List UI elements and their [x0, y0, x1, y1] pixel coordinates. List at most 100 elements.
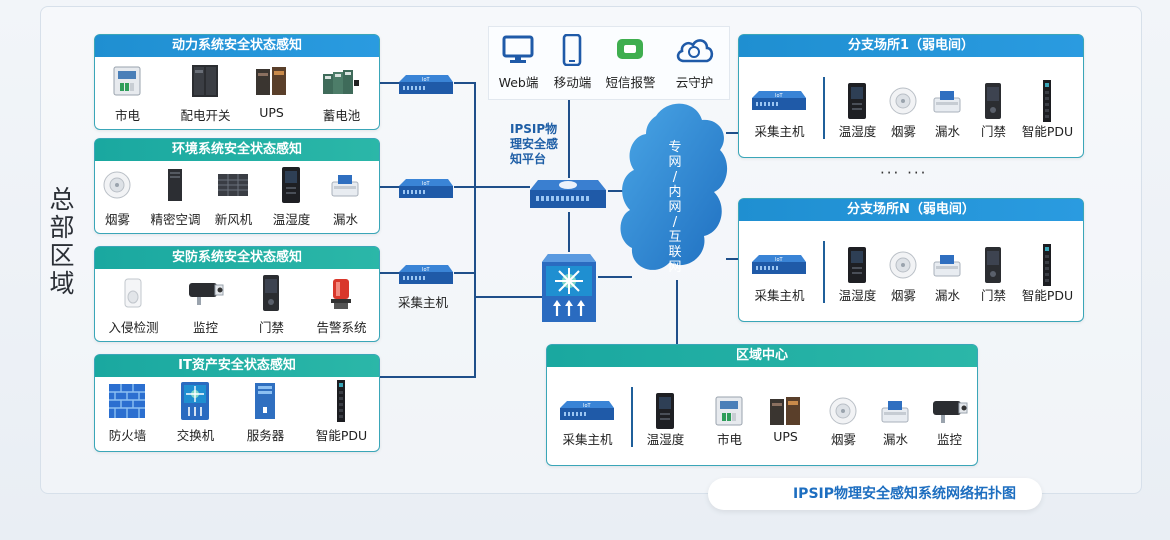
- panel-title: IT资产安全状态感知: [95, 355, 379, 377]
- panel-title: 区域中心: [547, 345, 977, 367]
- hq-collector-label: 采集主机: [398, 295, 449, 310]
- pdu-icon: [335, 379, 347, 427]
- device-label: 门禁: [980, 124, 1006, 139]
- device-label: 蓄电池: [322, 108, 361, 123]
- svg-text:IoT: IoT: [775, 257, 784, 263]
- device-label: 服务器: [246, 428, 285, 443]
- device-label: 漏水: [934, 288, 960, 303]
- wire-env: [378, 186, 400, 188]
- wire-platform-clients: [568, 98, 570, 178]
- hq-panel-3: 安防系统安全状态感知入侵检测 监控 门禁 告警系统: [94, 246, 380, 342]
- device-label: 温湿度: [838, 124, 877, 139]
- wire-c3: [454, 272, 474, 274]
- monitor-icon: [501, 35, 535, 69]
- smoke-detector-icon: [888, 250, 918, 284]
- server-icon: [252, 381, 278, 425]
- panel-title: 分支场所1（弱电间）: [739, 35, 1083, 57]
- wire-it: [378, 376, 474, 378]
- device-label: 烟雾: [104, 212, 130, 227]
- camera-icon: [185, 279, 225, 311]
- wire-cloud-branchN: [726, 258, 740, 260]
- thermo-icon: [846, 246, 868, 288]
- device-label: 精密空调: [150, 212, 201, 227]
- device-label: 采集主机: [754, 288, 805, 303]
- device-label: 漏水: [882, 432, 908, 447]
- device-label: 烟雾: [890, 288, 916, 303]
- device-label: 市电: [114, 108, 140, 123]
- device-label: 烟雾: [890, 124, 916, 139]
- collector-icon: IoT: [398, 262, 454, 292]
- battery-icon: [321, 66, 361, 100]
- device-label: 烟雾: [830, 432, 856, 447]
- network-cloud-icon: [616, 96, 732, 290]
- panel-title: 动力系统安全状态感知: [95, 35, 379, 57]
- wire-platform-cloud: [608, 190, 634, 192]
- device-label: UPS: [259, 105, 284, 120]
- smoke-detector-icon: [888, 86, 918, 120]
- pdu-icon: [1041, 79, 1053, 127]
- svg-text:IoT: IoT: [422, 267, 431, 273]
- more-sites-ellipsis: ··· ···: [880, 164, 928, 182]
- device-label: 交换机: [176, 428, 215, 443]
- client-label: 云守护: [675, 75, 714, 90]
- wire-cloud-region: [676, 280, 678, 346]
- platform-label: IPSIP物 理安全感 知平台: [510, 122, 559, 166]
- device-label: 智能PDU: [1021, 288, 1074, 303]
- wire-bus-platform: [474, 186, 530, 188]
- device-label: 漏水: [332, 212, 358, 227]
- fresh-air-icon: [216, 172, 250, 202]
- thermo-icon: [654, 392, 676, 434]
- thermo-icon: [280, 166, 302, 208]
- leak-sensor-icon: [878, 398, 912, 428]
- collector-icon: IoT: [751, 88, 807, 118]
- wire-platform-switch: [568, 212, 570, 252]
- device-label: 智能PDU: [315, 428, 368, 443]
- core-switch-icon: [540, 250, 598, 330]
- device-label: 门禁: [258, 320, 284, 335]
- device-label: 智能PDU: [1021, 124, 1074, 139]
- leak-sensor-icon: [930, 252, 964, 282]
- device-label: 新风机: [214, 212, 253, 227]
- panel-title: 安防系统安全状态感知: [95, 247, 379, 269]
- platform-server-icon: [528, 176, 608, 216]
- device-label: 入侵检测: [108, 320, 159, 335]
- device-label: 监控: [192, 320, 218, 335]
- svg-text:IoT: IoT: [775, 93, 784, 99]
- panel-divider: [823, 77, 825, 139]
- hq-region-label: 总部区域: [49, 185, 75, 298]
- svg-text:IoT: IoT: [422, 181, 431, 187]
- svg-text:IoT: IoT: [583, 403, 592, 409]
- device-label: 告警系统: [316, 320, 367, 335]
- device-label: 监控: [936, 432, 962, 447]
- wire-c1: [454, 82, 474, 84]
- device-label: UPS: [773, 429, 798, 444]
- leak-sensor-icon: [930, 88, 964, 118]
- smoke-detector-icon: [102, 170, 132, 204]
- sms-icon: [615, 36, 645, 68]
- wire-power: [378, 82, 400, 84]
- hq-panel-4: IT资产安全状态感知防火墙交换机服务器智能PDU: [94, 354, 380, 452]
- client-label: Web端: [498, 75, 539, 90]
- leak-sensor-icon: [328, 172, 362, 202]
- hq-panel-2: 环境系统安全状态感知烟雾精密空调新风机温湿度漏水: [94, 138, 380, 234]
- thermo-icon: [846, 82, 868, 124]
- switchgear-icon: [190, 63, 220, 103]
- network-label: 专 网 / 内 网 / 互 联 网: [668, 140, 682, 275]
- wire-bus-switch: [474, 296, 542, 298]
- wire-c2: [454, 186, 474, 188]
- device-label: 温湿度: [272, 212, 311, 227]
- meter-icon: [714, 395, 744, 431]
- wire-cloud-branch1: [726, 132, 740, 134]
- device-label: 门禁: [980, 288, 1006, 303]
- access-control-icon: [261, 274, 281, 316]
- wire-sec: [378, 272, 400, 274]
- firewall-icon: [107, 382, 147, 424]
- core-switch-icon: [179, 380, 211, 426]
- panel-divider: [631, 387, 633, 447]
- access-control-icon: [983, 82, 1003, 124]
